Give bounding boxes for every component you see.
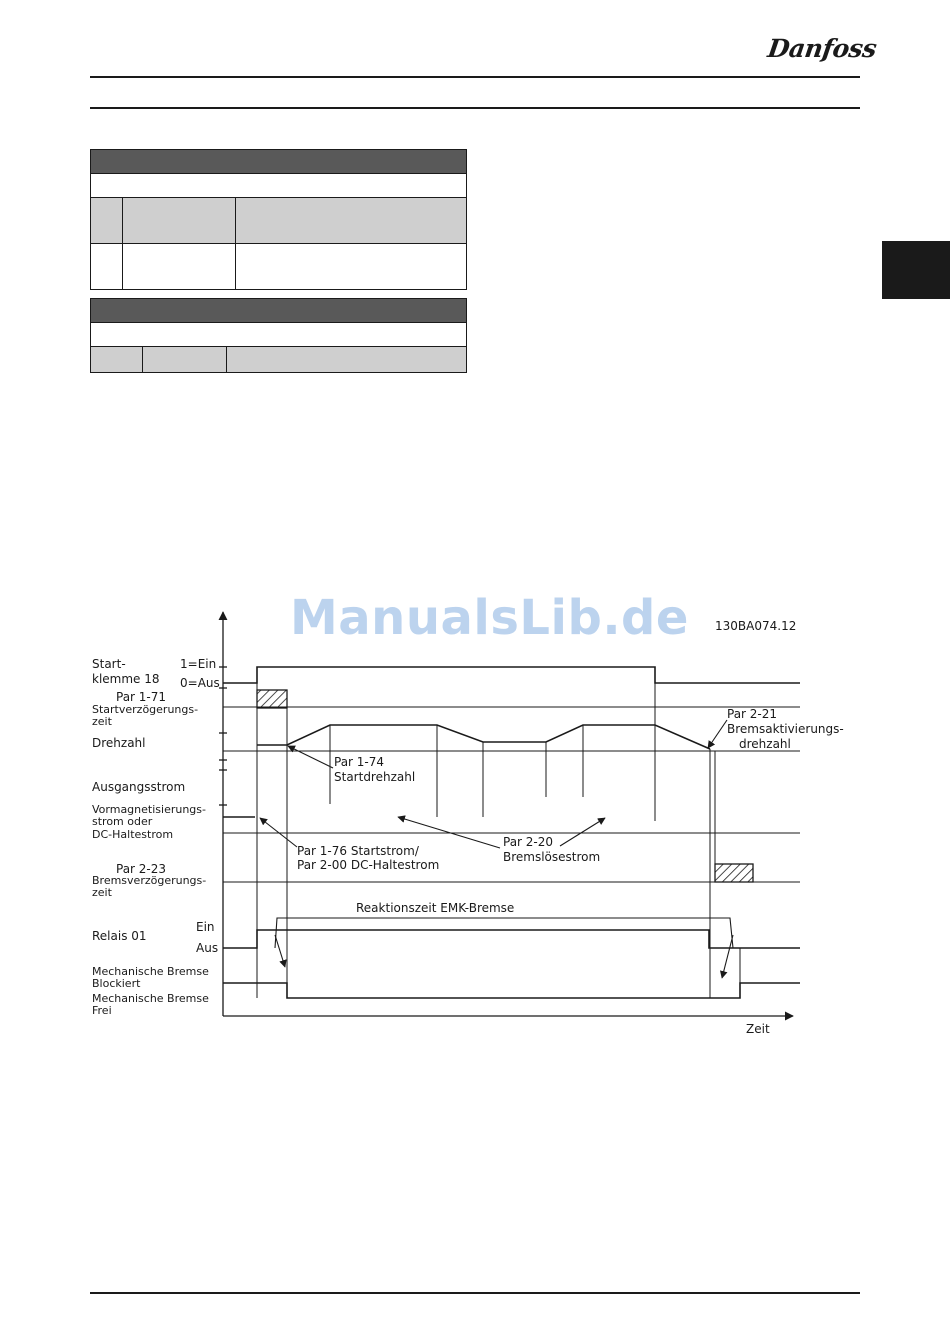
figure-id: 130BA074.12 [715, 619, 796, 633]
label-on-state: 1=Ein [180, 657, 216, 671]
label-brake-delay: zeit [92, 886, 113, 899]
annotation-par-2-21: drehzahl [739, 737, 791, 751]
chapter-tab-marker [882, 241, 950, 299]
label-off-state: 0=Aus [180, 676, 220, 690]
label-premagnetization: Vormagnetisierungs- [92, 803, 206, 816]
label-relay: Relais 01 [92, 929, 147, 943]
label-premagnetization: DC-Haltestrom [92, 828, 173, 841]
baseline-lines [223, 706, 800, 883]
table-2-subheader [89, 322, 468, 347]
label-relay-off: Aus [196, 941, 218, 955]
table-2-header [89, 298, 468, 323]
footer-rule [90, 1292, 860, 1294]
diagram-axes [218, 611, 794, 1021]
header-rule-bottom [90, 107, 860, 109]
reaction-time-bracket [274, 917, 734, 949]
label-par-1-71: Par 1-71 [116, 690, 166, 704]
watermark: ManualsLib.de [290, 590, 689, 646]
annotation-par-2-21: Par 2-21 [727, 707, 777, 721]
vertical-markers [256, 667, 741, 998]
brake-delay-hatch [714, 863, 754, 883]
annotation-par-2-20: Par 2-20 [503, 835, 553, 849]
label-brake-free: Frei [92, 1004, 112, 1017]
annotation-reaction-time: Reaktionszeit EMK-Bremse [356, 901, 514, 915]
axis-break-ticks [219, 666, 227, 806]
annotation-par-2-20: Bremslösestrom [503, 850, 600, 864]
annotation-par-1-76: Par 1-76 Startstrom/ [297, 844, 420, 858]
label-brake-locked: Blockiert [92, 977, 141, 990]
table-2-col-head [225, 346, 468, 373]
label-relay-on: Ein [196, 920, 215, 934]
relay-trace [223, 929, 800, 949]
label-start-delay: zeit [92, 715, 113, 728]
annotation-par-1-74: Startdrehzahl [334, 770, 415, 784]
label-speed: Drehzahl [92, 736, 146, 750]
label-brake-free: Mechanische Bremse [92, 992, 209, 1005]
label-brake-locked: Mechanische Bremse [92, 965, 209, 978]
start-signal-trace [223, 666, 800, 684]
table-1-cell [122, 243, 236, 290]
time-axis-label: Zeit [746, 1022, 770, 1036]
table-2-col-head [142, 346, 227, 373]
table-1-col-head [122, 197, 236, 244]
parameter-table-2 [89, 298, 468, 373]
label-premagnetization: strom oder [92, 815, 153, 828]
table-2-col-head [90, 346, 143, 373]
start-delay-hatch [256, 689, 288, 709]
label-start-terminal: Start- [92, 657, 126, 671]
label-output-current: Ausgangsstrom [92, 780, 185, 794]
table-1-header [89, 149, 468, 174]
annotation-par-1-74: Par 1-74 [334, 755, 384, 769]
table-1-subheader [89, 173, 468, 198]
annotation-par-2-21: Bremsaktivierungs- [727, 722, 844, 736]
parameter-table-1 [89, 149, 468, 290]
annotation-par-1-76: Par 2-00 DC-Haltestrom [297, 858, 439, 872]
header-rule-top [90, 76, 860, 78]
table-1-cell [234, 243, 468, 290]
mechanical-brake-trace [223, 982, 800, 999]
label-start-delay: Startverzögerungs- [92, 703, 198, 716]
label-brake-delay: Bremsverzögerungs- [92, 874, 206, 887]
annotation-arrows [259, 719, 734, 979]
label-par-2-23: Par 2-23 [116, 862, 166, 876]
table-1-col-head [234, 197, 468, 244]
label-start-terminal: klemme 18 [92, 672, 160, 686]
